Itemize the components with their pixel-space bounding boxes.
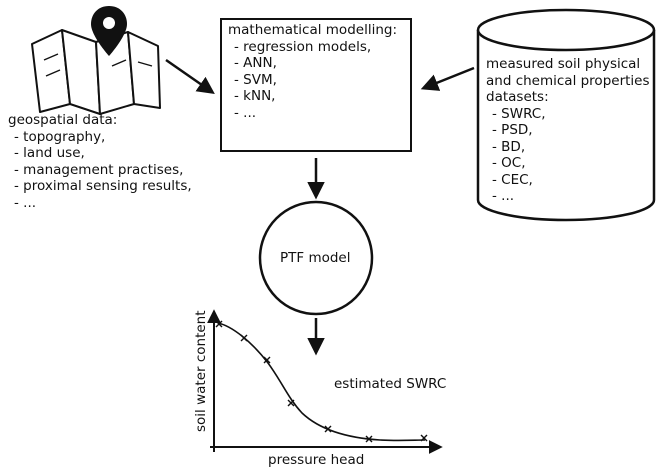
list-item: BD, bbox=[486, 139, 650, 156]
list-item: ... bbox=[228, 105, 397, 122]
x-axis-label: pressure head bbox=[268, 452, 364, 468]
swrc-point bbox=[287, 399, 295, 407]
swrc-curve bbox=[217, 322, 426, 442]
list-item: ... bbox=[486, 188, 650, 205]
list-item: kNN, bbox=[228, 88, 397, 105]
estimated-swrc-label: estimated SWRC bbox=[334, 376, 447, 392]
swrc-point bbox=[240, 334, 248, 342]
geospatial-heading: geospatial data: bbox=[8, 112, 118, 128]
datasets-heading-line: and chemical properties bbox=[486, 72, 650, 89]
modelling-list: regression models, ANN, SVM, kNN, ... bbox=[228, 39, 397, 122]
map-icon bbox=[31, 29, 161, 115]
datasets-heading-line: measured soil physical bbox=[486, 56, 641, 72]
list-item: OC, bbox=[486, 155, 650, 172]
arrow-datasets-to-modelling bbox=[420, 66, 475, 91]
y-axis-label: soil water content bbox=[193, 310, 209, 432]
datasets-text: measured soil physical and chemical prop… bbox=[486, 56, 650, 205]
list-item: SWRC, bbox=[486, 106, 650, 123]
list-item: regression models, bbox=[228, 39, 397, 56]
geospatial-list: topography, land use, management practis… bbox=[8, 129, 192, 212]
list-item: topography, bbox=[8, 129, 192, 146]
list-item: management practises, bbox=[8, 162, 192, 179]
ptf-model-circle bbox=[258, 200, 374, 316]
list-item: PSD, bbox=[486, 122, 650, 139]
list-item: ANN, bbox=[228, 55, 397, 72]
list-item: CEC, bbox=[486, 172, 650, 189]
swrc-point bbox=[420, 434, 428, 442]
datasets-heading-line: datasets: bbox=[486, 89, 549, 105]
swrc-point bbox=[215, 320, 223, 328]
modelling-heading: mathematical modelling: bbox=[228, 22, 397, 38]
arrow-map-to-modelling bbox=[165, 58, 215, 94]
list-item: proximal sensing results, bbox=[8, 178, 192, 195]
modelling-text: mathematical modelling: regression model… bbox=[228, 22, 397, 121]
datasets-list: SWRC, PSD, BD, OC, CEC, ... bbox=[486, 106, 650, 205]
swrc-point bbox=[324, 425, 332, 433]
geospatial-text: geospatial data: topography, land use, m… bbox=[8, 112, 192, 211]
list-item: SVM, bbox=[228, 72, 397, 89]
list-item: ... bbox=[8, 195, 192, 212]
location-pin-icon bbox=[91, 6, 127, 56]
swrc-point bbox=[365, 435, 373, 443]
ptf-model-label: PTF model bbox=[280, 250, 351, 266]
list-item: land use, bbox=[8, 145, 192, 162]
modelling-box: mathematical modelling: regression model… bbox=[220, 18, 412, 152]
swrc-points bbox=[215, 320, 428, 443]
swrc-point bbox=[263, 356, 271, 364]
